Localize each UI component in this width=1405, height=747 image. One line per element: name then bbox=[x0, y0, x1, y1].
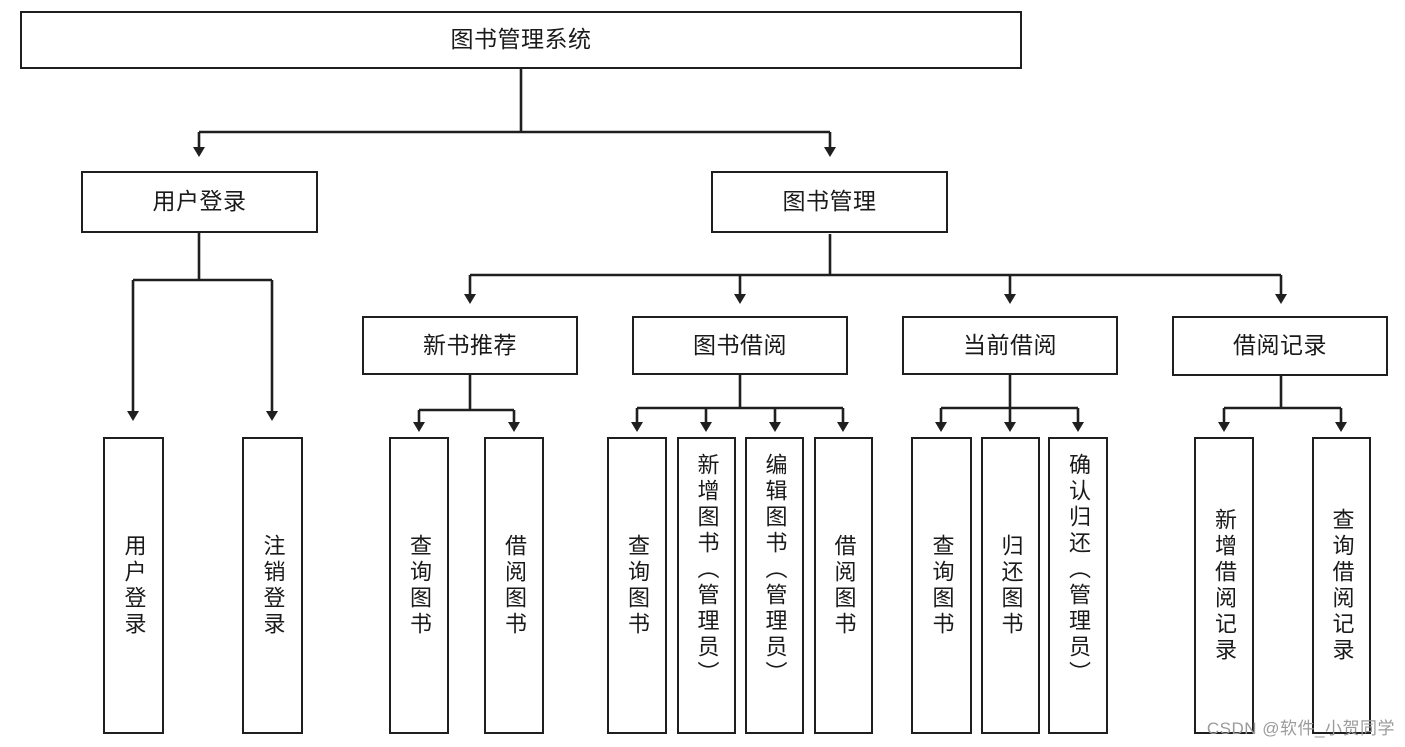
leaf-add-record[interactable]: 新增借阅记录 bbox=[1194, 437, 1254, 734]
csdn-watermark: CSDN @软件_小贺同学 bbox=[1206, 719, 1395, 738]
leaf-edit-book[interactable]: 编辑图书（管理员） bbox=[745, 437, 804, 734]
leaf-query-book-1[interactable]: 查询图书 bbox=[389, 437, 449, 734]
node-current-borrow[interactable]: 当前借阅 bbox=[902, 316, 1118, 375]
leaf-query-record[interactable]: 查询借阅记录 bbox=[1312, 437, 1371, 734]
leaf-add-record-label: 新增借阅记录 bbox=[1212, 507, 1237, 664]
node-book-manage-label: 图书管理 bbox=[782, 188, 877, 215]
node-book-borrow[interactable]: 图书借阅 bbox=[632, 316, 848, 375]
node-current-borrow-label: 当前借阅 bbox=[963, 331, 1057, 358]
leaf-add-book[interactable]: 新增图书（管理员） bbox=[677, 437, 736, 734]
leaf-return-book[interactable]: 归还图书 bbox=[981, 437, 1040, 734]
leaf-user-login-label: 用户登录 bbox=[121, 533, 147, 638]
node-user-login-label: 用户登录 bbox=[152, 188, 247, 215]
leaf-query-book-2-label: 查询图书 bbox=[625, 533, 650, 638]
node-root-label: 图书管理系统 bbox=[450, 26, 592, 53]
leaf-borrow-book-2-label: 借阅图书 bbox=[831, 533, 857, 638]
leaf-query-record-label: 查询借阅记录 bbox=[1329, 507, 1355, 664]
leaf-user-login[interactable]: 用户登录 bbox=[103, 437, 164, 734]
leaf-borrow-book-1[interactable]: 借阅图书 bbox=[484, 437, 544, 734]
leaf-logout-login[interactable]: 注销登录 bbox=[242, 437, 303, 734]
leaf-logout-login-label: 注销登录 bbox=[260, 533, 286, 638]
leaf-add-book-label: 新增图书（管理员） bbox=[694, 453, 720, 687]
leaf-query-book-3[interactable]: 查询图书 bbox=[911, 437, 972, 734]
leaf-edit-book-label: 编辑图书（管理员） bbox=[762, 453, 788, 687]
node-root[interactable]: 图书管理系统 bbox=[20, 11, 1022, 69]
leaf-query-book-2[interactable]: 查询图书 bbox=[607, 437, 667, 734]
node-borrow-record-label: 借阅记录 bbox=[1233, 332, 1327, 359]
node-borrow-record[interactable]: 借阅记录 bbox=[1172, 316, 1388, 376]
leaf-borrow-book-1-label: 借阅图书 bbox=[502, 533, 527, 638]
leaf-borrow-book-2[interactable]: 借阅图书 bbox=[814, 437, 873, 734]
leaf-confirm-return-label: 确认归还（管理员） bbox=[1066, 453, 1091, 687]
node-user-login[interactable]: 用户登录 bbox=[81, 171, 318, 233]
leaf-return-book-label: 归还图书 bbox=[998, 533, 1024, 638]
node-new-book-rec[interactable]: 新书推荐 bbox=[362, 316, 578, 375]
leaf-query-book-1-label: 查询图书 bbox=[407, 533, 432, 638]
leaf-query-book-3-label: 查询图书 bbox=[929, 533, 955, 638]
node-book-manage[interactable]: 图书管理 bbox=[711, 171, 948, 233]
node-book-borrow-label: 图书借阅 bbox=[693, 331, 787, 358]
node-new-book-rec-label: 新书推荐 bbox=[423, 331, 517, 358]
leaf-confirm-return[interactable]: 确认归还（管理员） bbox=[1048, 437, 1108, 734]
